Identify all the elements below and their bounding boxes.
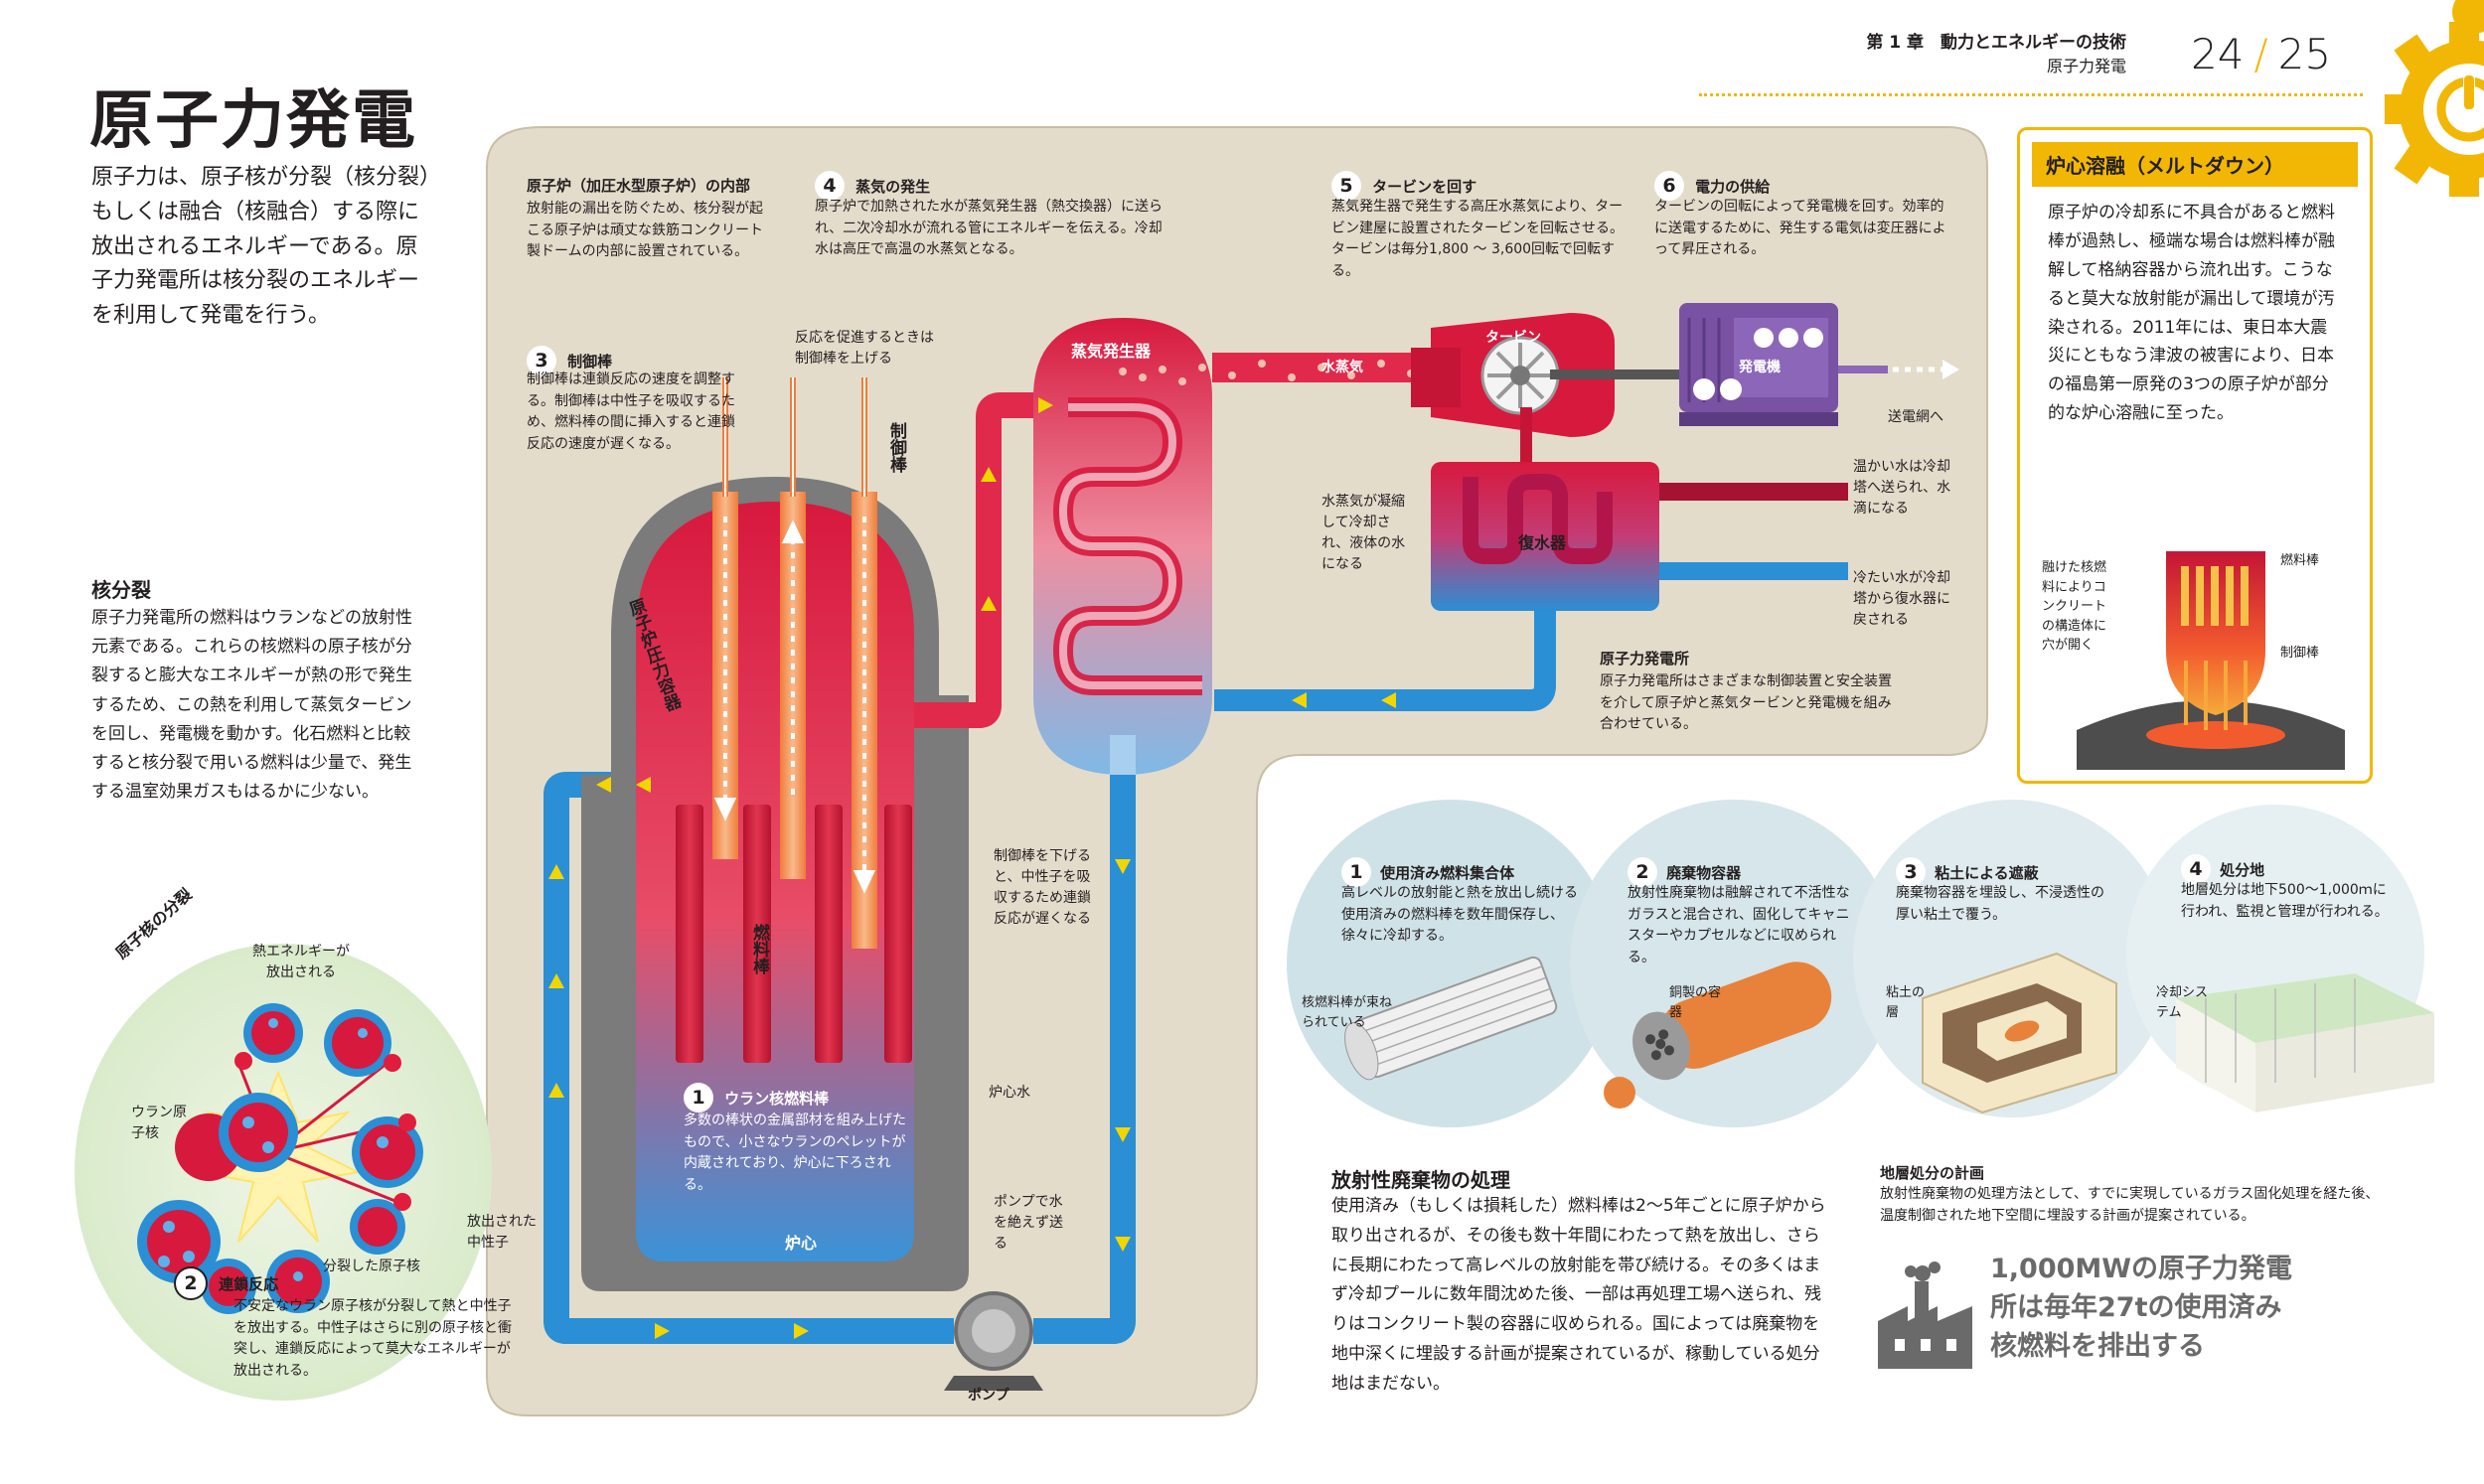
step-title: 電力の供給 [1695, 178, 1771, 196]
grid-label: 送電網へ [1888, 409, 1943, 425]
step-number: 2 [1628, 857, 1657, 887]
meltdown-illustration [2077, 551, 2345, 770]
step-body: 制御棒は連鎖反応の速度を調整する。制御棒は中性子を吸収するため、燃料棒の間に挿入… [527, 371, 735, 453]
step-title: 廃棄物容器 [1666, 864, 1742, 882]
fission-body: 原子力発電所の燃料はウランなどの放射性元素である。これらの核燃料の原子核が分裂す… [91, 608, 412, 803]
waste-note-2: 銅製の容器 [1669, 985, 1722, 1020]
factory-icon [1878, 1261, 1972, 1369]
cold-water-note: 冷たい水が冷却塔から復水器に戻される [1853, 570, 1950, 628]
split-label: 分裂した原子核 [323, 1259, 420, 1274]
waste-note-3: 粘土の層 [1886, 985, 1926, 1020]
chapter-title: 第 1 章 動力とエネルギーの技術 [1866, 33, 2126, 53]
step-number: 1 [684, 1083, 713, 1113]
fission-circle [75, 944, 492, 1401]
generator-label: 発電機 [1739, 360, 1781, 375]
pump-label: ポンプ [968, 1388, 1009, 1404]
core-water-label: 炉心水 [989, 1085, 1030, 1101]
steam-label: 水蒸気 [1321, 360, 1363, 375]
uranium-label: ウラン原子核 [131, 1105, 187, 1141]
waste-step-3: 3 粘土による遮蔽 廃棄物容器を埋設し、不浸透性の厚い粘土で覆う。 [1896, 857, 2114, 926]
intro-text: 原子力は、原子核が分裂（核分裂）もしくは融合（核融合）する際に放出されるエネルギ… [91, 165, 431, 328]
step-body: 多数の棒状の金属部材を組み上げたもので、小さなウランのペレットが内蔵されており、… [684, 1113, 906, 1194]
step-number: 1 [1341, 857, 1371, 887]
fact-line-1: 1,000MWの原子力発電 [1990, 1254, 2293, 1284]
step-title: 制御棒 [567, 353, 613, 371]
step-body: 蒸気発生器で発生する高圧水蒸気により、タービン建屋に設置されたタービンを回転させ… [1331, 199, 1624, 280]
step-number: 4 [2181, 854, 2211, 884]
meltdown-body: 原子炉の冷却系に不具合があると燃料棒が過熱し、極端な場合は燃料棒が融解して格納容… [2048, 203, 2335, 424]
step-body: 高レベルの放射能と熱を放出し続ける使用済みの燃料棒を数年間保存し、徐々に冷却する… [1341, 885, 1578, 945]
step-title: タービンを回す [1372, 178, 1477, 196]
condense-note: 水蒸気が凝縮して冷却され、液体の水になる [1321, 494, 1406, 572]
core-label: 炉心 [785, 1234, 818, 1253]
step-body: 廃棄物容器を埋設し、不浸透性の厚い粘土で覆う。 [1896, 885, 2104, 923]
step-body: 原子炉で加熱された水が蒸気発生器（熱交換器）に送られ、二次冷却水が流れる管にエネ… [815, 199, 1163, 258]
step-title: ウラン核燃料棒 [724, 1090, 830, 1108]
step-title: 使用済み燃料集合体 [1380, 864, 1515, 882]
step-6: 6 電力の供給 タービンの回転によって発電機を回す。効率的に送電するために、発生… [1654, 171, 1952, 261]
step-number: 5 [1331, 171, 1361, 201]
step-number: 4 [815, 171, 845, 201]
waste-note-4: 冷却システム [2156, 985, 2209, 1020]
neutron-label: 放出された中性子 [467, 1214, 537, 1251]
waste-circles [1287, 800, 2434, 1127]
waste-note-1: 核燃料棒が束ねられている [1302, 995, 1393, 1030]
melt-rod-label: 制御棒 [2280, 646, 2320, 661]
turbine-label: タービン [1485, 330, 1541, 346]
plant-heading: 原子力発電所 [1600, 650, 1690, 668]
steam-generator-label: 蒸気発生器 [1071, 342, 1152, 361]
condenser-label: 復水器 [1518, 533, 1567, 552]
step-number: 3 [527, 346, 556, 375]
waste-body: 使用済み（もしくは損耗した）燃料棒は2～5年ごとに原子炉から取り出されるが、その… [1331, 1196, 1826, 1394]
step-title: 粘土による遮蔽 [1935, 864, 2039, 882]
page-title: 原子力発電 [89, 84, 417, 158]
control-rod-label: 制御棒 [886, 422, 906, 473]
waste-heading: 放射性廃棄物の処理 [1331, 1168, 1510, 1192]
fact-text: 1,000MWの原子力発電 所は毎年27tの使用済み 核燃料を排出する [1990, 1250, 2292, 1366]
step-body: 地層処分は地下500～1,000ｍに行われ、監視と管理が行われる。 [2181, 882, 2389, 920]
step-title: 処分地 [2220, 861, 2265, 879]
step-number: 3 [1896, 857, 1926, 887]
reactor-body: 放射能の漏出を防ぐため、核分裂が起こる原子炉は頑丈な鉄筋コンクリート製ドームの内… [527, 201, 763, 260]
rods-top-note: 反応を促進するときは制御棒を上げる [795, 330, 934, 367]
step-title: 蒸気の発生 [855, 178, 931, 196]
geological-heading: 地層処分の計画 [1880, 1164, 1985, 1182]
step-number: 6 [1654, 171, 1684, 201]
rods-down-note: 制御棒を下げると、中性子を吸収するため連鎖反応が遅くなる [994, 848, 1091, 927]
melt-label: 融けた核燃料によりコンクリートの構造体に穴が開く [2042, 560, 2107, 653]
step-body: タービンの回転によって発電機を回す。効率的に送電するために、発生する電気は変圧器… [1654, 199, 1946, 258]
step-3: 3 制御棒 制御棒は連鎖反応の速度を調整する。制御棒は中性子を吸収するため、燃料… [527, 346, 745, 456]
geological-body: 放射性廃棄物の処理方法として、すでに実現しているガラス固化処理を経た後、温度制御… [1880, 1186, 2380, 1224]
reactor-heading: 原子炉（加圧水型原子炉）の内部 [527, 177, 751, 195]
page-number: 24/25 [2191, 30, 2332, 78]
waste-step-2: 2 廃棄物容器 放射性廃棄物は融解されて不活性なガラスと混合され、固化してキャニ… [1628, 857, 1861, 969]
waste-step-4: 4 処分地 地層処分は地下500～1,000ｍに行われ、監視と管理が行われる。 [2181, 854, 2390, 923]
step-body: 不安定なウラン原子核が分裂して熱と中性子を放出する。中性子はさらに別の原子核と衝… [233, 1298, 512, 1380]
fission-heading: 核分裂 [91, 578, 151, 602]
pump-note: ポンプで水を絶えず送る [994, 1194, 1063, 1252]
header-dotted-rule [1699, 93, 2375, 96]
step-body: 放射性廃棄物は融解されて不活性なガラスと混合され、固化してキャニスターやカプセル… [1628, 885, 1850, 966]
melt-fuel-label: 燃料棒 [2280, 553, 2320, 568]
chapter-header: 第 1 章 動力とエネルギーの技術 原子力発電 [1858, 28, 2126, 76]
heat-label: 熱エネルギーが放出される [252, 944, 350, 980]
fact-line-3: 核燃料を排出する [1990, 1331, 2205, 1363]
step-5: 5 タービンを回す 蒸気発生器で発生する高圧水蒸気により、タービン建屋に設置され… [1331, 171, 1630, 283]
plant-body: 原子力発電所はさまざまな制御装置と安全装置を介して原子炉と蒸気タービンと発電機を… [1600, 673, 1892, 733]
fact-line-2: 所は毎年27tの使用済み [1990, 1292, 2282, 1324]
step-2: 2 連鎖反応 不安定なウラン原子核が分裂して熱と中性子を放出する。中性子はさらに… [174, 1266, 512, 1383]
meltdown-heading: 炉心溶融（メルトダウン） [2032, 142, 2358, 187]
warm-water-note: 温かい水は冷却塔へ送られ、水滴になる [1853, 459, 1951, 517]
step-1: 1 ウラン核燃料棒 多数の棒状の金属部材を組み上げたもので、小さなウランのペレッ… [684, 1083, 912, 1197]
power-gear-icon [2365, 0, 2484, 209]
fuel-rod-label: 燃料棒 [749, 924, 769, 974]
step-number: 2 [174, 1266, 208, 1300]
waste-step-1: 1 使用済み燃料集合体 高レベルの放射能と熱を放出し続ける使用済みの燃料棒を数年… [1341, 857, 1580, 948]
step-4: 4 蒸気の発生 原子炉で加熱された水が蒸気発生器（熱交換器）に送られ、二次冷却水… [815, 171, 1172, 261]
section-title: 原子力発電 [2046, 57, 2126, 75]
step-title: 連鎖反応 [219, 1275, 279, 1293]
